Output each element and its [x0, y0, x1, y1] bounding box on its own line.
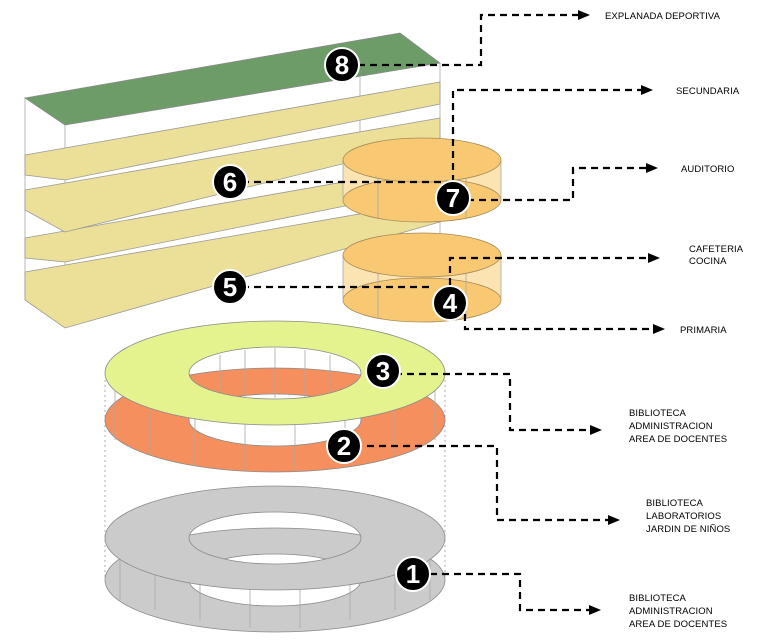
arrow-3: [590, 425, 602, 435]
label-cafeteria: CAFETERIA COCINA: [689, 244, 745, 267]
label-explanada: EXPLANADA DEPORTIVA: [605, 11, 721, 22]
slab-floor-1: [24, 81, 441, 181]
marker-2: 2: [326, 428, 362, 464]
ground-ring-upper: [104, 485, 446, 591]
arrow-2: [608, 515, 620, 525]
label-auditorio: AUDITORIO: [681, 164, 735, 175]
arrow-4b: [653, 324, 665, 334]
middle-rings: [104, 320, 446, 473]
ground-ring: [104, 485, 446, 633]
arrow-6: [641, 85, 653, 95]
marker-7: 7: [435, 180, 471, 216]
marker-1: 1: [395, 556, 431, 592]
arrow-8: [578, 10, 590, 20]
leader-8: [358, 13, 580, 67]
marker-4: 4: [432, 285, 468, 321]
cylinder-lower: [342, 232, 502, 323]
marker-6: 6: [212, 164, 248, 200]
marker-8: 8: [324, 47, 360, 83]
label-level-2: BIBLIOTECA LABORATORIOS JARDIN DE NIÑOS: [646, 498, 730, 535]
svg-text:4: 4: [443, 288, 458, 318]
label-level-1: BIBLIOTECA ADMINISTRACION AREA DE DOCENT…: [629, 593, 727, 630]
svg-text:1: 1: [406, 559, 420, 589]
marker-3: 3: [365, 353, 401, 389]
svg-text:5: 5: [223, 272, 237, 302]
arrow-7: [646, 163, 658, 173]
label-level-3: BIBLIOTECA ADMINISTRACION AREA DE DOCENT…: [629, 408, 727, 445]
arrow-1: [589, 605, 601, 615]
svg-text:8: 8: [335, 50, 349, 80]
leader-6b: [451, 88, 643, 182]
svg-text:3: 3: [376, 356, 390, 386]
arrow-4a: [648, 253, 660, 263]
leader-7: [455, 166, 648, 202]
leader-4b: [455, 310, 655, 331]
svg-text:7: 7: [446, 183, 460, 213]
leader-arrowheads: [578, 10, 665, 615]
callout-labels: EXPLANADA DEPORTIVA SECUNDARIA AUDITORIO…: [605, 11, 745, 630]
number-markers: 8 6 7 5 4 3 2 1: [212, 47, 471, 592]
leader-4a: [448, 256, 650, 285]
label-secundaria: SECUNDARIA: [676, 86, 740, 97]
label-primaria: PRIMARIA: [680, 325, 727, 336]
leader-lines: [230, 13, 655, 612]
marker-5: 5: [212, 269, 248, 305]
svg-text:6: 6: [223, 167, 237, 197]
svg-text:2: 2: [337, 431, 351, 461]
leader-1: [430, 572, 591, 612]
lime-ring: [104, 320, 446, 426]
cylinder-upper: [342, 137, 502, 223]
